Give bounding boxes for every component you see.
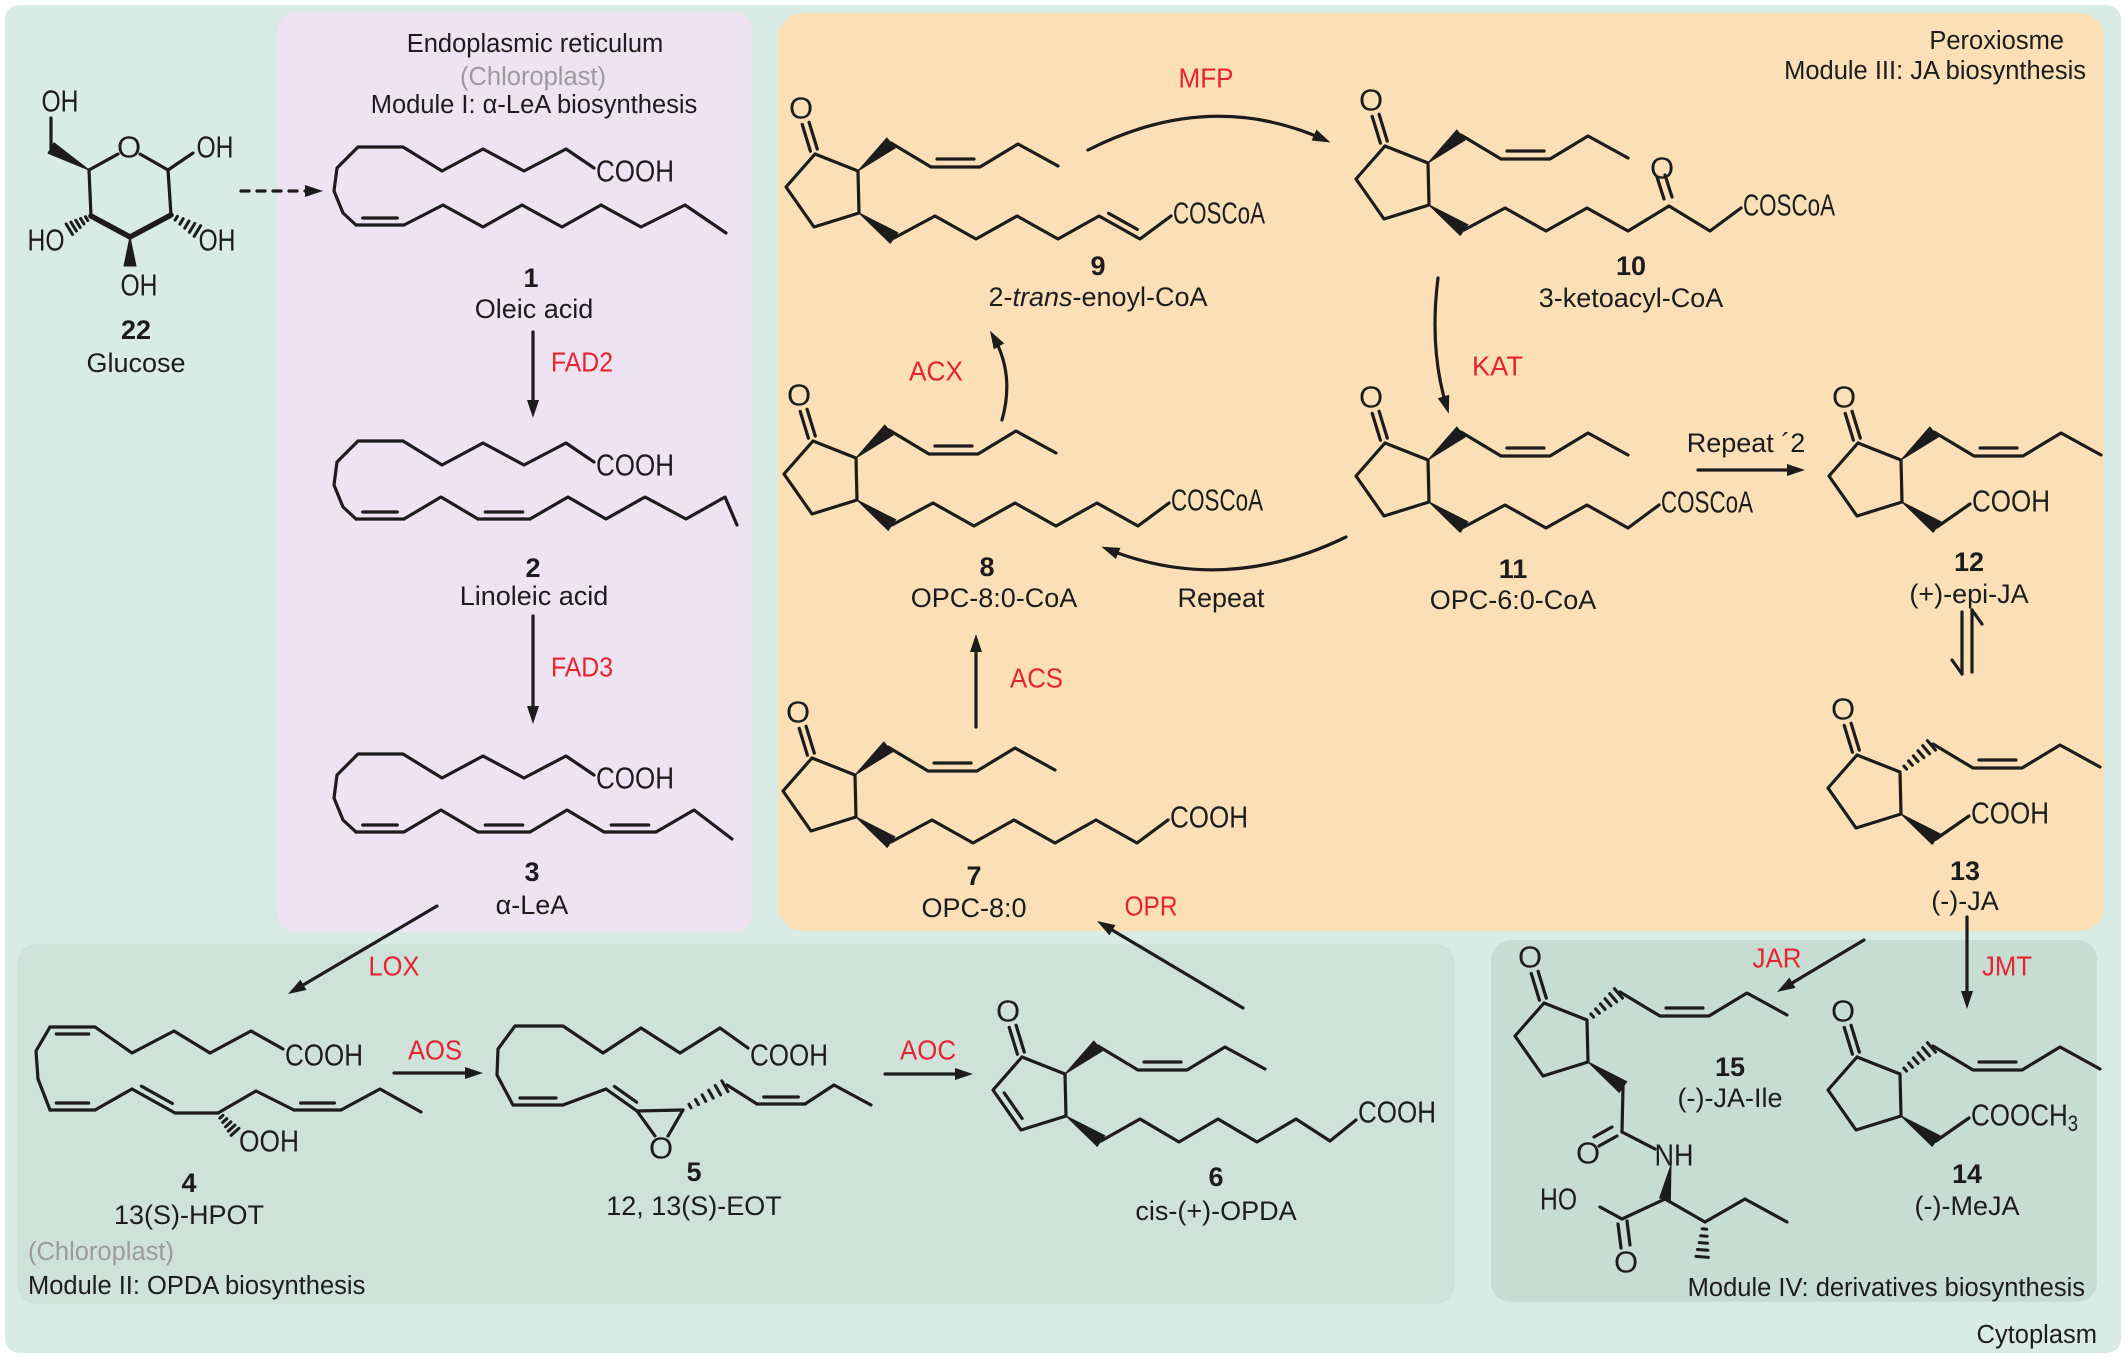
svg-text:O: O: [649, 1131, 673, 1166]
svg-text:O: O: [1831, 692, 1855, 727]
svg-text:Module I: α-LeA biosynthesis: Module I: α-LeA biosynthesis: [371, 91, 698, 119]
svg-text:COOH: COOH: [285, 1038, 363, 1073]
svg-text:COOH: COOH: [1170, 800, 1248, 835]
svg-text:O: O: [117, 130, 141, 165]
svg-text:8: 8: [979, 552, 994, 582]
svg-text:Module IV: derivatives biosynt: Module IV: derivatives biosynthesis: [1688, 1274, 2085, 1302]
svg-text:O: O: [1831, 994, 1855, 1029]
svg-text:OH: OH: [199, 223, 236, 258]
svg-text:11: 11: [1499, 554, 1528, 584]
svg-text:10: 10: [1616, 251, 1646, 281]
svg-text:O: O: [787, 378, 811, 413]
svg-text:O: O: [1614, 1245, 1638, 1280]
svg-text:cis-(+)-OPDA: cis-(+)-OPDA: [1135, 1196, 1296, 1226]
svg-text:13(S)-HPOT: 13(S)-HPOT: [114, 1200, 264, 1230]
svg-text:O: O: [786, 695, 810, 730]
svg-text:7: 7: [966, 861, 981, 891]
svg-text:2: 2: [525, 553, 540, 583]
svg-text:22: 22: [121, 315, 151, 345]
svg-text:Cytoplasm: Cytoplasm: [1977, 1321, 2097, 1349]
svg-text:Glucose: Glucose: [86, 348, 185, 378]
svg-text:COOH: COOH: [1972, 484, 2050, 519]
svg-text:O: O: [1576, 1136, 1600, 1171]
svg-text:Endoplasmic reticulum: Endoplasmic reticulum: [407, 30, 664, 58]
svg-text:2-trans-enoyl-CoA: 2-trans-enoyl-CoA: [988, 282, 1207, 312]
svg-text:OH: OH: [121, 268, 158, 303]
svg-text:NH: NH: [1655, 1138, 1694, 1173]
svg-text:HO: HO: [28, 223, 65, 258]
svg-text:(+)-epi-JA: (+)-epi-JA: [1909, 579, 2028, 609]
svg-text:COOH: COOH: [1358, 1095, 1436, 1130]
svg-text:O: O: [1518, 940, 1542, 975]
svg-text:OH: OH: [42, 84, 79, 119]
svg-text:(-)-JA-Ile: (-)-JA-Ile: [1678, 1083, 1783, 1113]
svg-text:O: O: [996, 994, 1020, 1029]
svg-text:Module II: OPDA biosynthesis: Module II: OPDA biosynthesis: [28, 1272, 365, 1300]
svg-text:3-ketoacyl-CoA: 3-ketoacyl-CoA: [1539, 283, 1724, 313]
svg-text:OPC-8:0: OPC-8:0: [921, 893, 1026, 923]
svg-text:O: O: [1359, 83, 1383, 118]
svg-text:α-LeA: α-LeA: [496, 890, 569, 920]
svg-text:(-)-JA: (-)-JA: [1931, 886, 1998, 916]
svg-text:HO: HO: [1540, 1182, 1577, 1217]
svg-text:COSCoA: COSCoA: [1171, 483, 1263, 518]
svg-text:Linoleic acid: Linoleic acid: [460, 581, 609, 611]
svg-text:Oleic acid: Oleic acid: [475, 294, 594, 324]
svg-text:KAT: KAT: [1472, 351, 1523, 382]
svg-text:OH: OH: [197, 130, 234, 165]
svg-text:COSCoA: COSCoA: [1743, 188, 1835, 223]
svg-text:12: 12: [1954, 547, 1984, 577]
svg-text:LOX: LOX: [369, 951, 420, 982]
svg-text:6: 6: [1208, 1162, 1223, 1192]
svg-text:Repeat ´2: Repeat ´2: [1687, 428, 1806, 458]
svg-text:COOCH3: COOCH3: [1971, 1098, 2078, 1136]
svg-text:Module III: JA biosynthesis: Module III: JA biosynthesis: [1784, 57, 2086, 85]
svg-text:4: 4: [181, 1168, 196, 1198]
svg-text:JMT: JMT: [1982, 951, 2032, 982]
svg-text:FAD2: FAD2: [551, 347, 613, 378]
svg-text:AOC: AOC: [900, 1035, 956, 1066]
svg-text:MFP: MFP: [1179, 63, 1234, 94]
svg-text:(Chloroplast): (Chloroplast): [460, 63, 606, 91]
svg-text:OPC-8:0-CoA: OPC-8:0-CoA: [911, 583, 1078, 613]
svg-text:Peroxiosme: Peroxiosme: [1929, 27, 2064, 55]
svg-text:15: 15: [1715, 1052, 1745, 1082]
svg-text:COOH: COOH: [596, 154, 674, 189]
svg-text:Repeat: Repeat: [1177, 583, 1265, 613]
svg-text:OPR: OPR: [1125, 891, 1178, 922]
svg-text:COOH: COOH: [596, 448, 674, 483]
svg-text:O: O: [1359, 380, 1383, 415]
svg-text:COOH: COOH: [596, 761, 674, 796]
svg-text:COOH: COOH: [750, 1038, 828, 1073]
svg-text:1: 1: [523, 263, 538, 293]
svg-text:AOS: AOS: [408, 1035, 462, 1066]
svg-text:13: 13: [1950, 856, 1980, 886]
svg-text:ACS: ACS: [1010, 663, 1063, 694]
svg-text:OPC-6:0-CoA: OPC-6:0-CoA: [1430, 585, 1597, 615]
svg-text:FAD3: FAD3: [551, 652, 613, 683]
svg-text:3: 3: [524, 857, 539, 887]
svg-text:O: O: [789, 91, 813, 126]
svg-text:JAR: JAR: [1753, 943, 1802, 974]
svg-text:12, 13(S)-EOT: 12, 13(S)-EOT: [606, 1191, 782, 1221]
svg-text:COOH: COOH: [1971, 796, 2049, 831]
svg-text:14: 14: [1952, 1159, 1982, 1189]
svg-text:(-)-MeJA: (-)-MeJA: [1915, 1191, 2020, 1221]
svg-text:O: O: [1650, 151, 1674, 186]
svg-text:OOH: OOH: [239, 1124, 299, 1159]
svg-text:ACX: ACX: [909, 356, 963, 387]
svg-text:COSCoA: COSCoA: [1661, 485, 1753, 520]
svg-text:COSCoA: COSCoA: [1173, 196, 1265, 231]
svg-text:(Chloroplast): (Chloroplast): [28, 1238, 174, 1266]
svg-text:O: O: [1832, 380, 1856, 415]
svg-text:5: 5: [686, 1157, 701, 1187]
svg-text:9: 9: [1090, 251, 1105, 281]
